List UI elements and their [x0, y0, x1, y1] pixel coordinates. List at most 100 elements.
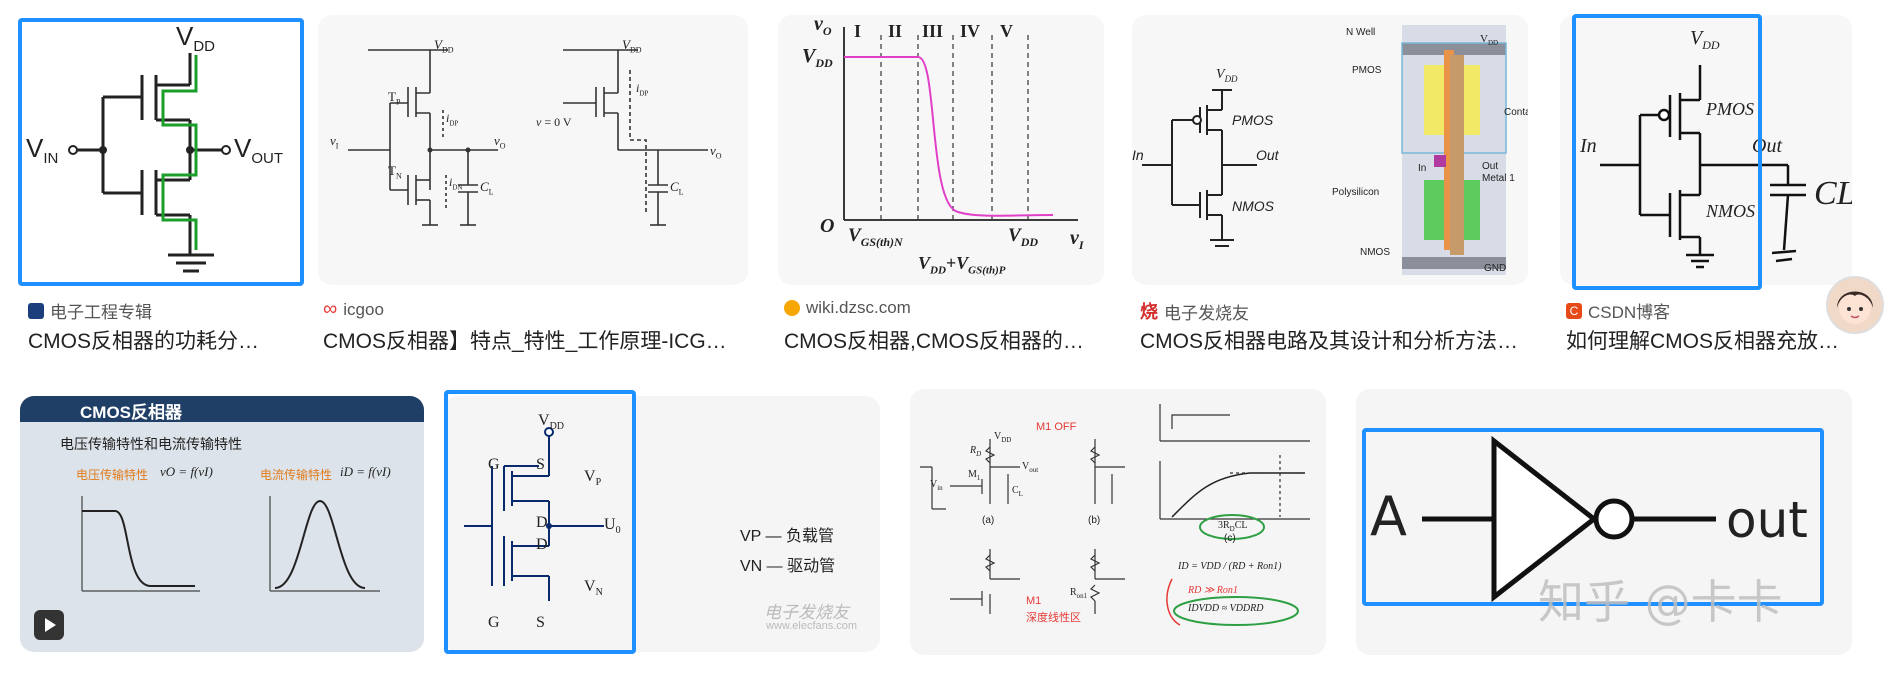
result-thumbnail-4[interactable]: VDD PMOS NMOS In Out N Well VDD PMOS Con… — [1132, 15, 1528, 285]
vdd-x-label: VDD — [1008, 225, 1039, 249]
fig-b-label: (b) — [1088, 515, 1101, 526]
cmos-inverter-schematic — [348, 49, 708, 226]
vdd-label-left: VDD — [434, 37, 454, 55]
zhihu-watermark: 知乎 @卡卡 — [1538, 575, 1783, 629]
left-plot-label: 电压传输特性 — [76, 468, 149, 482]
vin-label: VIN — [26, 133, 59, 168]
video-play-button[interactable] — [34, 610, 64, 640]
voltage-transfer-curve — [843, 27, 1078, 221]
result-title[interactable]: CMOS反相器,CMOS反相器的… — [784, 330, 1084, 353]
u0-label: U0 — [604, 516, 621, 537]
vdd-label: VDD — [994, 431, 1012, 444]
vout-approx-equation: IDVDD ≈ VDDRD — [1188, 603, 1264, 614]
input-a-label: A — [1370, 485, 1407, 548]
cl-handwritten-label: CL — [1814, 175, 1852, 212]
vdd-label: VDD — [1216, 67, 1238, 84]
source-label[interactable]: 烧电子发烧友 — [1140, 298, 1249, 324]
idp-label: iDP — [446, 111, 459, 128]
vdd-label: VDD — [1690, 27, 1720, 52]
left-formula: vO = f(vI) — [160, 464, 213, 479]
tn-label: TN — [388, 163, 402, 181]
cmos-inverter-power-diagram — [68, 53, 231, 273]
cl-label-right: CL — [670, 179, 684, 197]
result-thumbnail-3[interactable]: I II III IV V vO VDD O VGS(th)N VDD vI V… — [778, 15, 1104, 285]
transfer-characteristic-plots — [81, 496, 380, 592]
source-label-top: S — [536, 456, 545, 473]
result-title[interactable]: 如何理解CMOS反相器充放… — [1566, 330, 1839, 353]
output-label: out — [1726, 491, 1808, 549]
region-label-5: V — [1000, 21, 1013, 41]
id-equation: ID = VDD / (RD + Ron1) — [1178, 561, 1282, 572]
source-label[interactable]: ∞icgoo — [323, 298, 384, 320]
result-thumbnail-2[interactable]: VDD TP iDP TN iDN vI vO CL VDD v = 0 V i… — [318, 15, 748, 285]
origin-label: O — [820, 215, 835, 237]
out-layout-label: Out — [1482, 161, 1499, 172]
gate-label-top: G — [488, 456, 500, 473]
idp-label-right: iDP — [636, 81, 649, 98]
rc-inverter-analysis — [920, 404, 1310, 626]
slide-title: CMOS反相器 — [80, 403, 182, 422]
fig-a-label: (a) — [982, 515, 995, 526]
region-label-4: IV — [960, 21, 981, 41]
rd-label: RD — [970, 445, 982, 458]
source-label-bottom: S — [536, 614, 545, 631]
source-label[interactable]: 电子工程专辑 — [28, 298, 152, 323]
time-constant-label: 3RDCL — [1218, 520, 1248, 533]
result-thumbnail-7[interactable]: VDD G S D D G S VP U0 VN VP — 负载管 VN — 驱… — [444, 396, 880, 652]
vdd-label: VDD — [176, 21, 216, 56]
source-label[interactable]: wiki.dzsc.com — [784, 298, 911, 318]
result-thumbnail-8[interactable]: M1 OFF RD VDD Vout Vin M1 CL (a) (b) (c)… — [910, 389, 1326, 655]
thumbnail-highlight-frame — [1362, 428, 1824, 606]
region-label-3: III — [922, 21, 944, 41]
pmos-label: PMOS — [1706, 99, 1754, 119]
idn-label: iDN — [449, 175, 463, 192]
out-label: Out — [1256, 147, 1279, 163]
vdd-plus-vgs-label: VDD+VGS(th)P — [918, 253, 1006, 277]
cl-label: CL — [480, 179, 494, 197]
m1-label: M1 — [968, 469, 981, 482]
result-title[interactable]: CMOS反相器】特点_特性_工作原理-ICG… — [323, 330, 727, 353]
cl-label: CL — [1012, 485, 1023, 498]
rd-gg-ron-label: RD ≫ Ron1 — [1188, 585, 1238, 596]
vp-label: VP — [584, 468, 602, 489]
vout-label: VOUT — [234, 133, 284, 168]
thumbnail-highlight-frame — [444, 390, 636, 654]
legend-driver: VN — 驱动管 — [740, 558, 836, 575]
gate-label-bottom: G — [488, 614, 500, 631]
csdn-icon: C — [1566, 302, 1582, 319]
cmos-inverter-handdrawn — [1600, 65, 1806, 269]
elecfans-watermark: 电子发烧友 — [764, 603, 849, 622]
right-plot-label: 电流传输特性 — [260, 468, 333, 482]
result-thumbnail-6[interactable]: CMOS反相器 电压传输特性和电流传输特性 电压传输特性 vO = f(vI) … — [20, 396, 424, 652]
m1-deep-label: M1 — [1026, 595, 1042, 607]
m1-off-label: M1 OFF — [1036, 421, 1077, 433]
in-label: In — [1132, 147, 1144, 163]
nwell-label: N Well — [1346, 27, 1376, 38]
result-title[interactable]: CMOS反相器的功耗分… — [28, 330, 259, 353]
thumbnail-highlight-frame — [18, 18, 304, 286]
cmos-inverter-layout — [1142, 25, 1507, 275]
vo-label-right: vO — [710, 143, 722, 161]
result-title[interactable]: CMOS反相器电路及其设计和分析方法… — [1140, 330, 1518, 353]
slide-header-bar — [20, 396, 424, 422]
not-gate-symbol — [1422, 435, 1716, 603]
vi-zero-label: v = 0 V — [536, 115, 572, 129]
dzsc-icon — [784, 300, 800, 316]
drain-label-1: D — [536, 514, 548, 531]
vout-label: Vout — [1022, 461, 1039, 474]
vn-label: VN — [584, 578, 603, 599]
y-axis-label: vO — [814, 15, 832, 38]
vdd-label: VDD — [538, 412, 565, 433]
polysilicon-label: Polysilicon — [1332, 187, 1380, 198]
result-thumbnail-9[interactable]: A out — [1356, 389, 1852, 655]
assistant-avatar[interactable] — [1826, 276, 1884, 334]
eetop-icon — [28, 302, 44, 319]
elecfans-watermark-url: www.elecfans.com — [766, 620, 858, 632]
result-thumbnail-1[interactable]: VDD VIN VOUT — [18, 15, 304, 285]
result-thumbnail-5[interactable]: VDD PMOS NMOS In Out CL — [1560, 15, 1852, 285]
in-label: In — [1580, 135, 1597, 157]
avatar-face-icon — [1837, 291, 1873, 324]
region-label-2: II — [888, 21, 903, 41]
deep-linear-label: 深度线性区 — [1026, 612, 1081, 624]
